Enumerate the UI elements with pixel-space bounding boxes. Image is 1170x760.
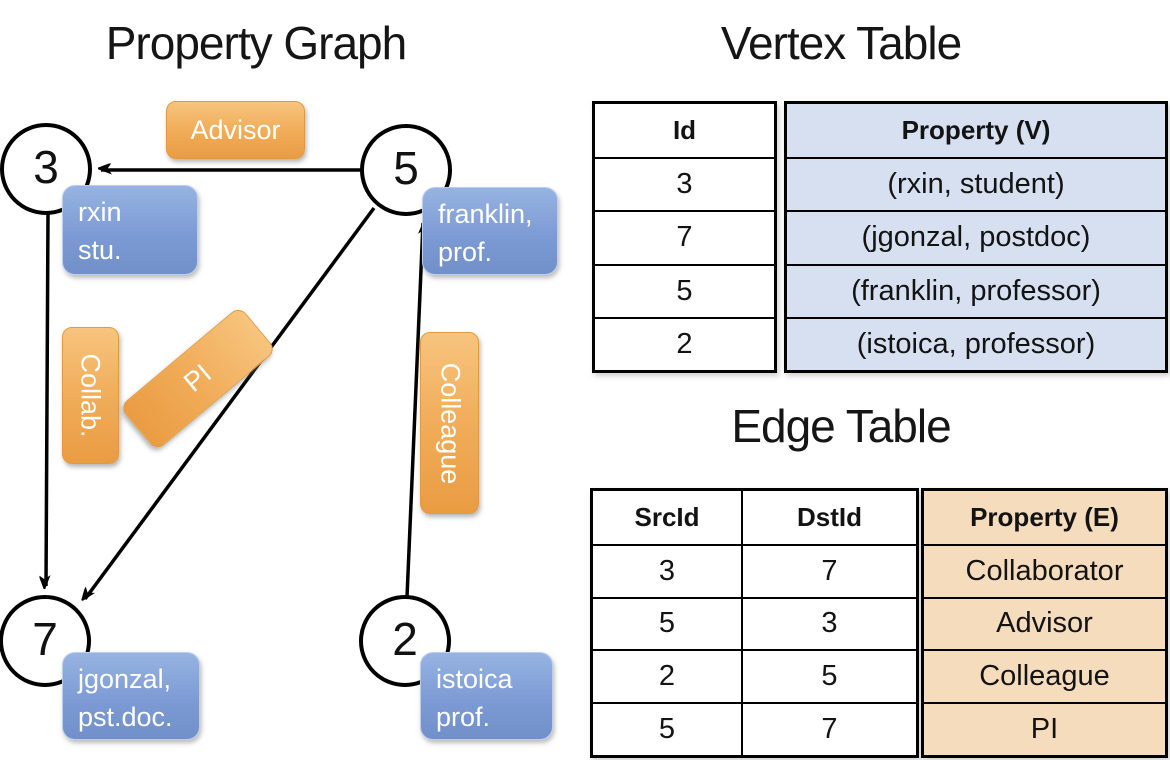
node-7-property-line2: pst.doc. [78, 702, 173, 732]
edge-label-advisor: Advisor [166, 101, 305, 159]
edge-row-srcid: 5 [593, 704, 743, 755]
edge-label-colleague: Colleague [420, 332, 479, 514]
node-5-property-box: franklin, prof. [422, 187, 558, 275]
edge-pi-5-to-7 [85, 206, 376, 599]
vertex-row-id: 2 [595, 316, 774, 370]
vertex-table-title: Vertex Table [720, 17, 962, 69]
edge-row-srcid: 3 [593, 545, 743, 597]
edge-row-dstid: 7 [821, 713, 838, 746]
edge-row-srcid: 2 [593, 651, 743, 703]
vertex-row-id: 5 [595, 263, 774, 317]
edge-table-id-columns: SrcId DstId 3 7 5 3 2 5 5 7 [590, 488, 919, 758]
node-2-property-line1: istoica [436, 664, 513, 694]
vertex-table-id-column: Id 3 7 5 2 [592, 101, 777, 373]
node-3-property-line1: rxin [78, 197, 122, 227]
edge-label-collab-text: Collab. [76, 353, 107, 438]
edge-table-property-header: Property (E) [970, 501, 1119, 532]
edge-row-srcid: 5 [593, 598, 743, 650]
edge-table-dstid-header: DstId [797, 501, 862, 532]
node-7-property-box: jgonzal, pst.doc. [62, 652, 200, 740]
edge-table-property-column: Property (E) Collaborator Advisor Collea… [921, 488, 1168, 758]
vertex-row-property: (jgonzal, postdoc) [787, 210, 1165, 263]
node-3-property-line2: stu. [78, 235, 122, 265]
edge-row-property: PI [924, 702, 1165, 755]
node-2-property-box: istoica prof. [420, 652, 553, 740]
vertex-row-property: (istoica, professor) [787, 316, 1165, 370]
node-5-id: 5 [393, 141, 419, 194]
vertex-row-property: (franklin, professor) [787, 263, 1165, 317]
vertex-row-id: 3 [595, 157, 774, 210]
node-5-property-line2: prof. [438, 237, 493, 267]
node-2-property-line2: prof. [436, 702, 491, 732]
vertex-row-property: (rxin, student) [787, 157, 1165, 210]
vertex-table-property-header: Property (V) [901, 115, 1051, 146]
edge-row-dstid: 3 [821, 607, 838, 640]
vertex-row-id: 7 [595, 210, 774, 263]
node-2-id: 2 [392, 612, 418, 665]
edge-collab-3-to-7 [46, 213, 48, 586]
edge-row-property: Collaborator [924, 543, 1165, 597]
node-3-id: 3 [33, 140, 59, 193]
edge-row-property: Colleague [924, 649, 1165, 702]
edge-row-dstid: 5 [821, 660, 838, 693]
vertex-table-id-header: Id [672, 115, 697, 146]
edge-row-property: Advisor [924, 596, 1165, 650]
edge-label-advisor-text: Advisor [190, 114, 281, 145]
edge-row-dstid: 7 [821, 554, 838, 587]
edge-label-colleague-text: Colleague [435, 362, 465, 484]
vertex-table-property-column: Property (V) (rxin, student) (jgonzal, p… [784, 101, 1168, 373]
edge-label-collab: Collab. [62, 327, 119, 464]
edge-table-srcid-header: SrcId [593, 491, 743, 544]
edge-table-title: Edge Table [731, 400, 951, 452]
node-7-property-line1: jgonzal, [78, 664, 172, 694]
property-graph-title: Property Graph [105, 17, 407, 69]
node-7-id: 7 [32, 612, 58, 665]
edge-colleague-2-to-5 [405, 223, 423, 598]
edge-label-pi-text: PI [178, 358, 218, 398]
node-3-property-box: rxin stu. [62, 185, 198, 275]
node-5-property-line1: franklin, [438, 199, 533, 229]
